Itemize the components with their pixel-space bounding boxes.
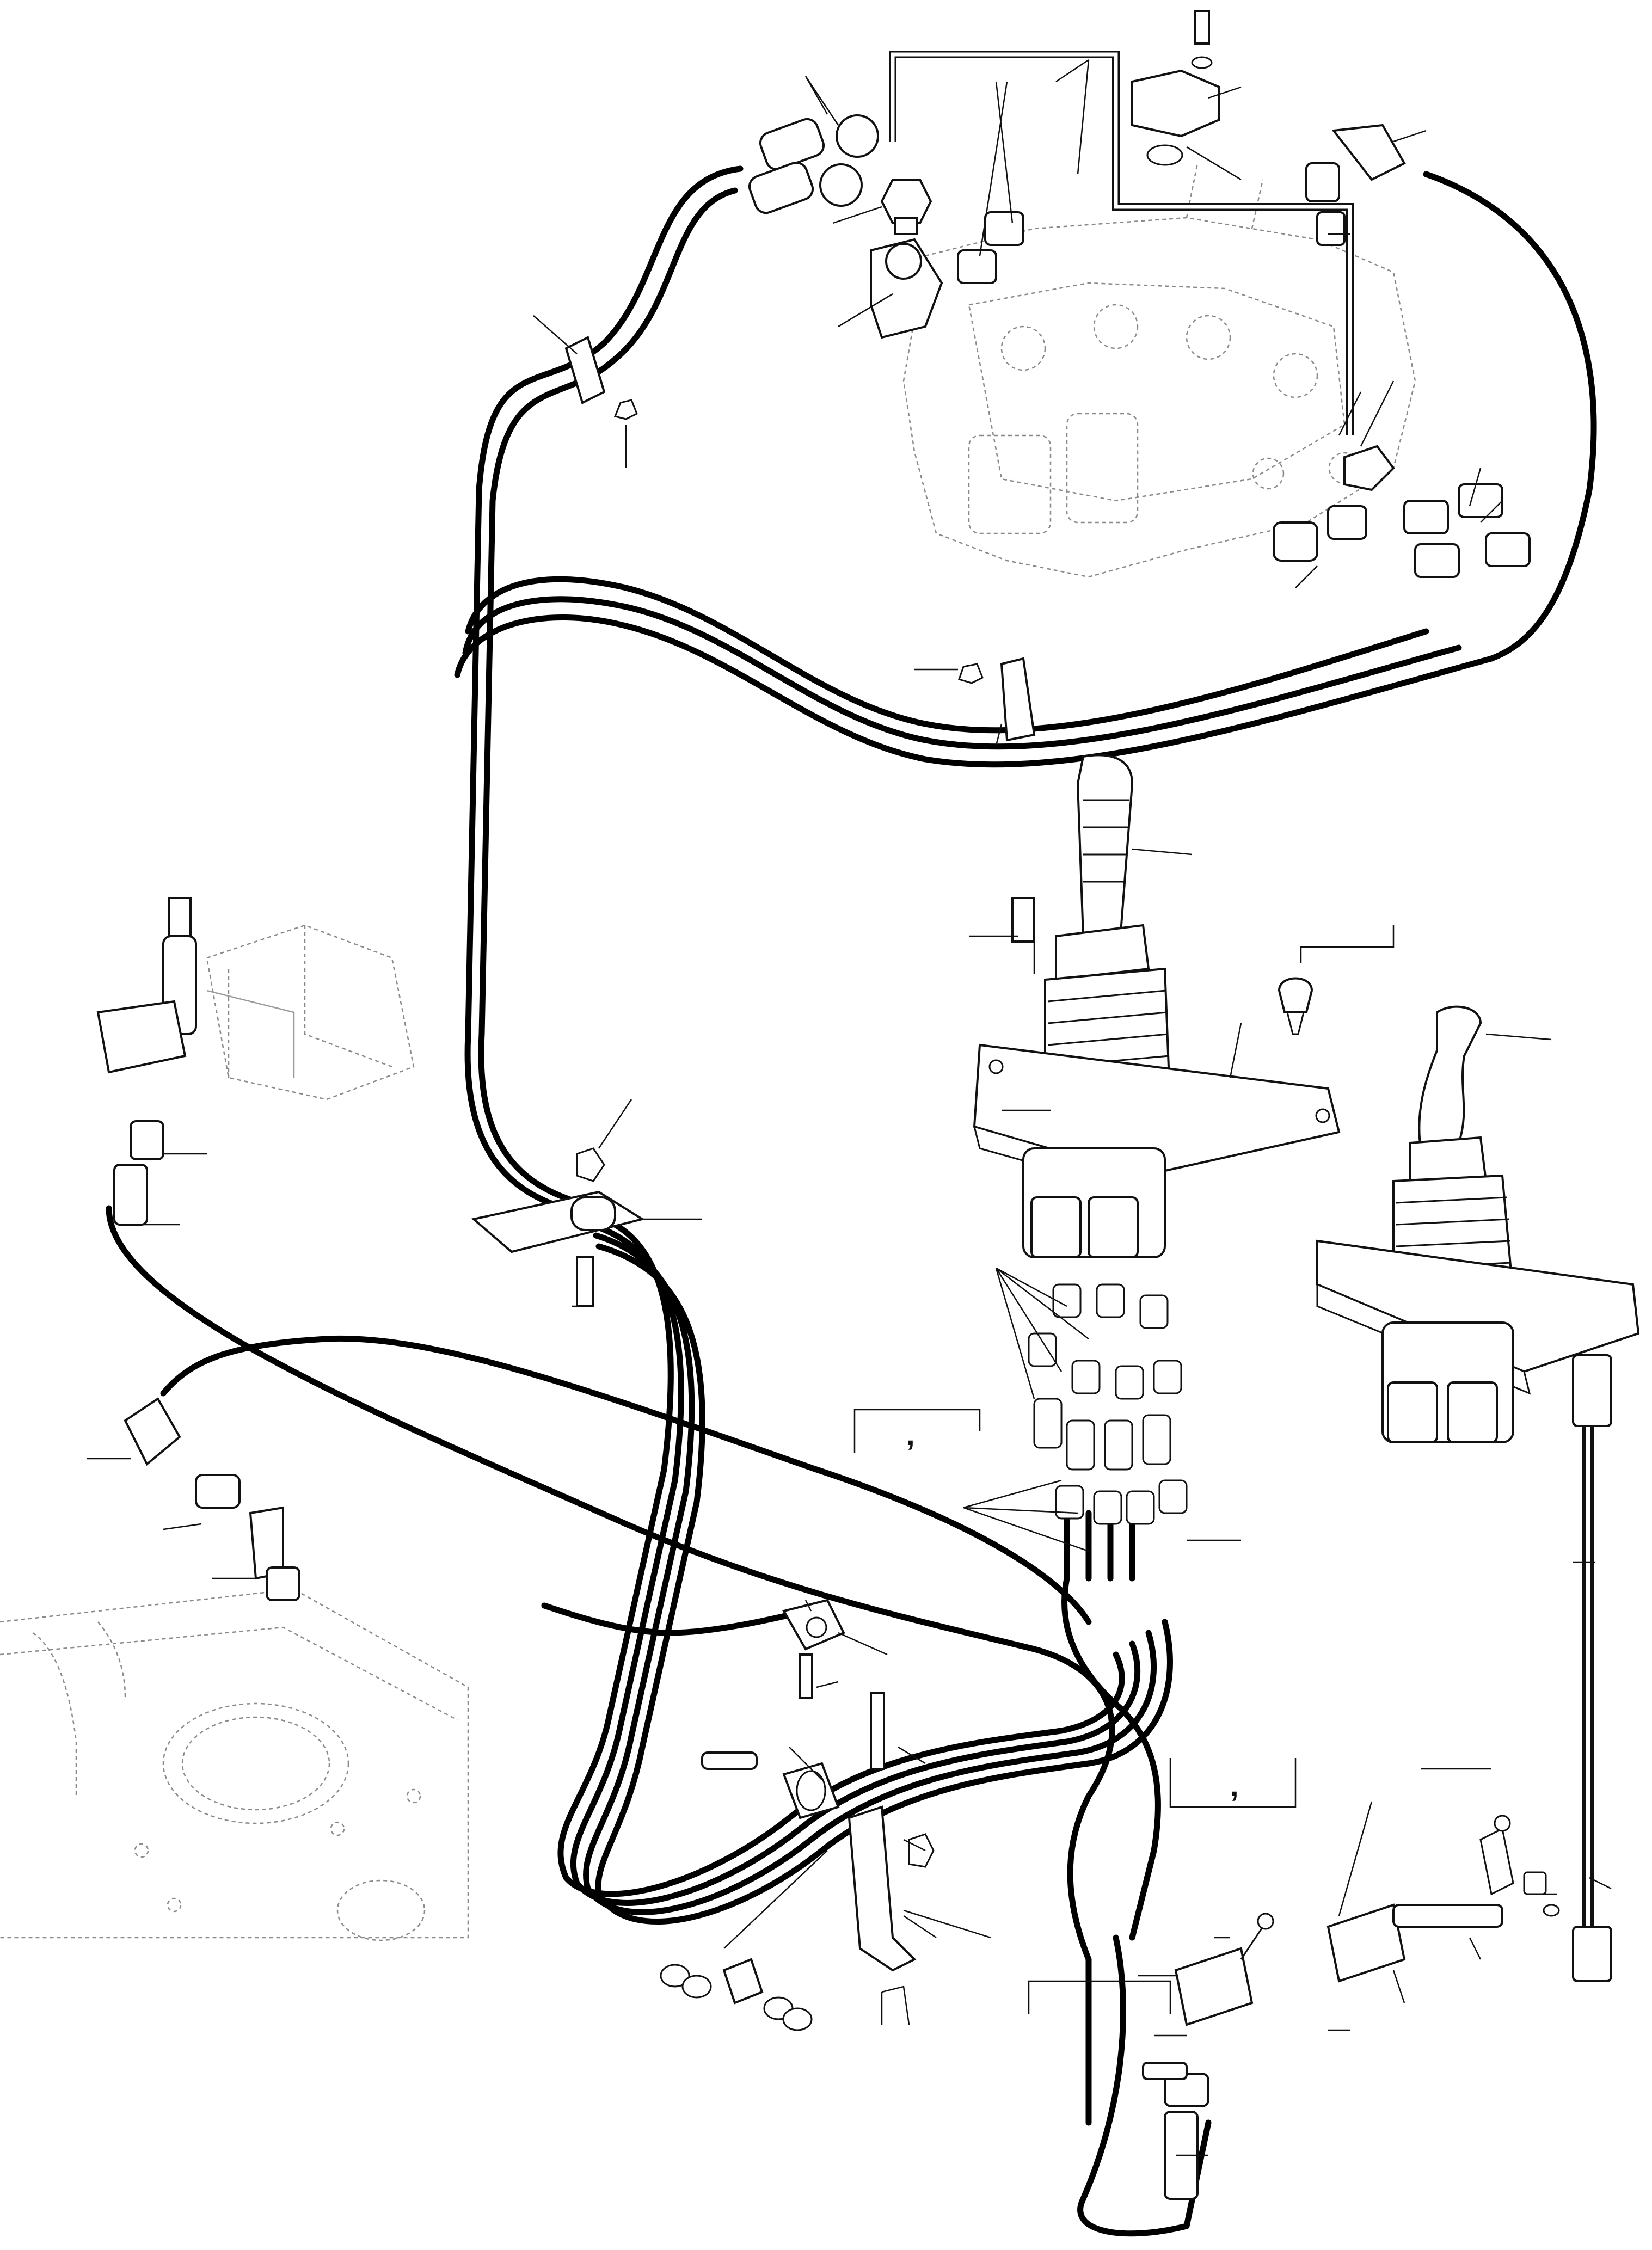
pipe-and-cover [889,10,1354,435]
bracket-and-fasteners [660,1692,935,2031]
leader-lines [87,59,1612,2156]
pilot-hose-bundle-upper [454,165,1597,1217]
secondary-joystick-assembly [1316,1005,1640,1443]
label-separator-right: , [1230,1768,1239,1803]
hose-clamps [471,336,1036,1819]
lower-control-valves [1142,1815,1560,2200]
pilot-hose-bundle-lower [557,1210,1173,1925]
main-joystick-assembly [973,754,1341,1258]
upper-elbow-fittings [748,114,1024,339]
return-hose-loop [106,1205,1115,2126]
control-valve-block [902,163,1416,578]
label-separator-left: , [906,1417,915,1452]
joystick-port-fittings [1028,1283,1188,1525]
left-return-fittings [96,897,300,1601]
wiring-harness [1572,1354,1612,1982]
pilot-valve-housing [206,924,415,1101]
right-elbow-fittings [1273,124,1531,578]
hydraulic-tank [0,1588,469,1941]
